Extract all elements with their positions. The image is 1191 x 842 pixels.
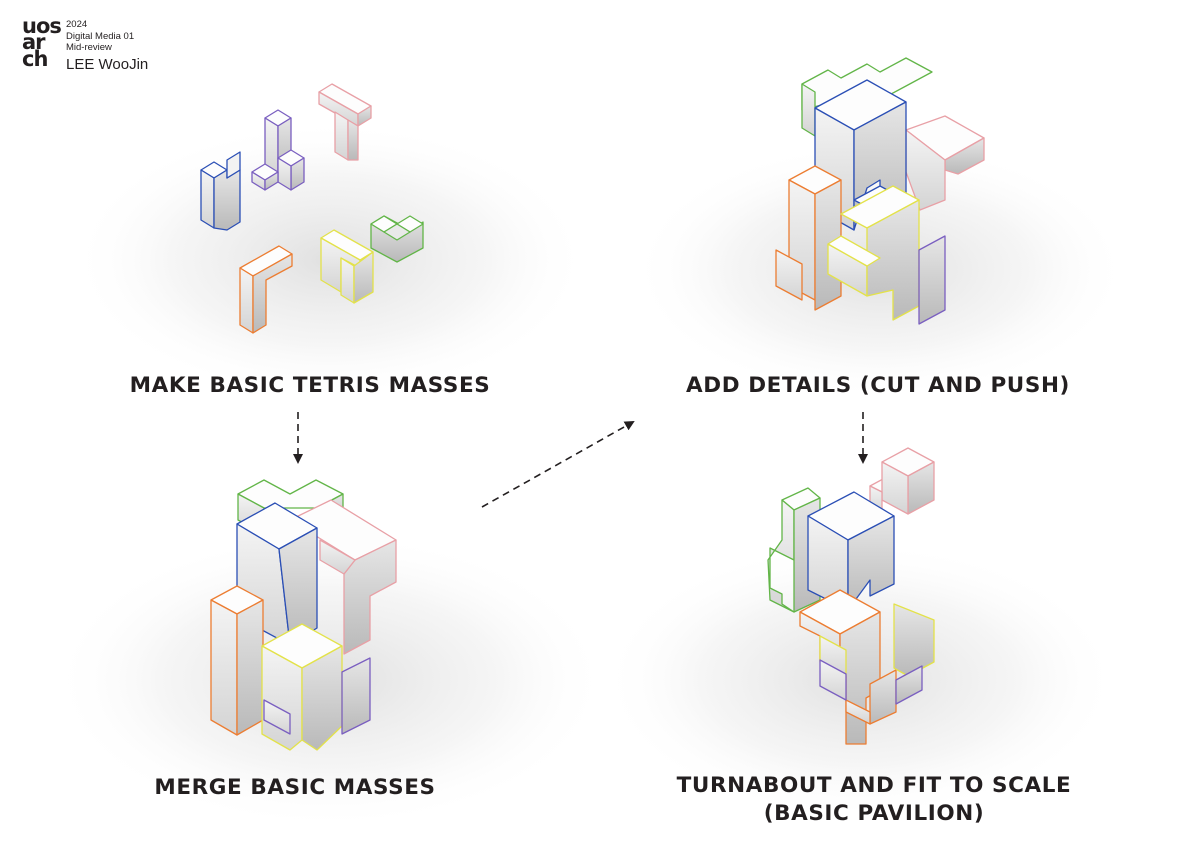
step3-label: MERGE BASIC MASSES <box>154 775 436 800</box>
step1-tetris-masses <box>200 83 424 334</box>
yellow-mass <box>320 229 374 304</box>
blue-mass <box>200 151 241 231</box>
step3-merged-mass <box>210 479 397 751</box>
uos-arch-logo: uos ar ch <box>22 14 62 71</box>
arrow-step3-to-step2 <box>481 421 635 508</box>
step4-label-line1: TURNABOUT AND FIT TO SCALE <box>676 773 1072 798</box>
step2-detailed-mass <box>775 57 985 325</box>
header-course: Digital Media 01 <box>66 30 135 42</box>
header-year: 2024 <box>66 19 88 30</box>
step2-label: ADD DETAILS (CUT AND PUSH) <box>686 373 1070 398</box>
purple-mass <box>251 109 305 191</box>
step1-label: MAKE BASIC TETRIS MASSES <box>129 373 491 398</box>
step4-label: TURNABOUT AND FIT TO SCALE (BASIC PAVILI… <box>624 772 1124 828</box>
step4-label-line2: (BASIC PAVILION) <box>763 801 985 826</box>
pink-mass <box>318 83 372 161</box>
orange-mass <box>239 245 293 334</box>
header-review: Mid-review <box>66 42 112 53</box>
step4-basic-pavilion <box>767 447 935 745</box>
header-author: LEE WooJin <box>66 55 149 73</box>
flow-arrows <box>293 412 868 508</box>
header-meta: 2024 Digital Media 01 Mid-review LEE Woo… <box>66 19 148 74</box>
green-mass <box>370 215 424 263</box>
